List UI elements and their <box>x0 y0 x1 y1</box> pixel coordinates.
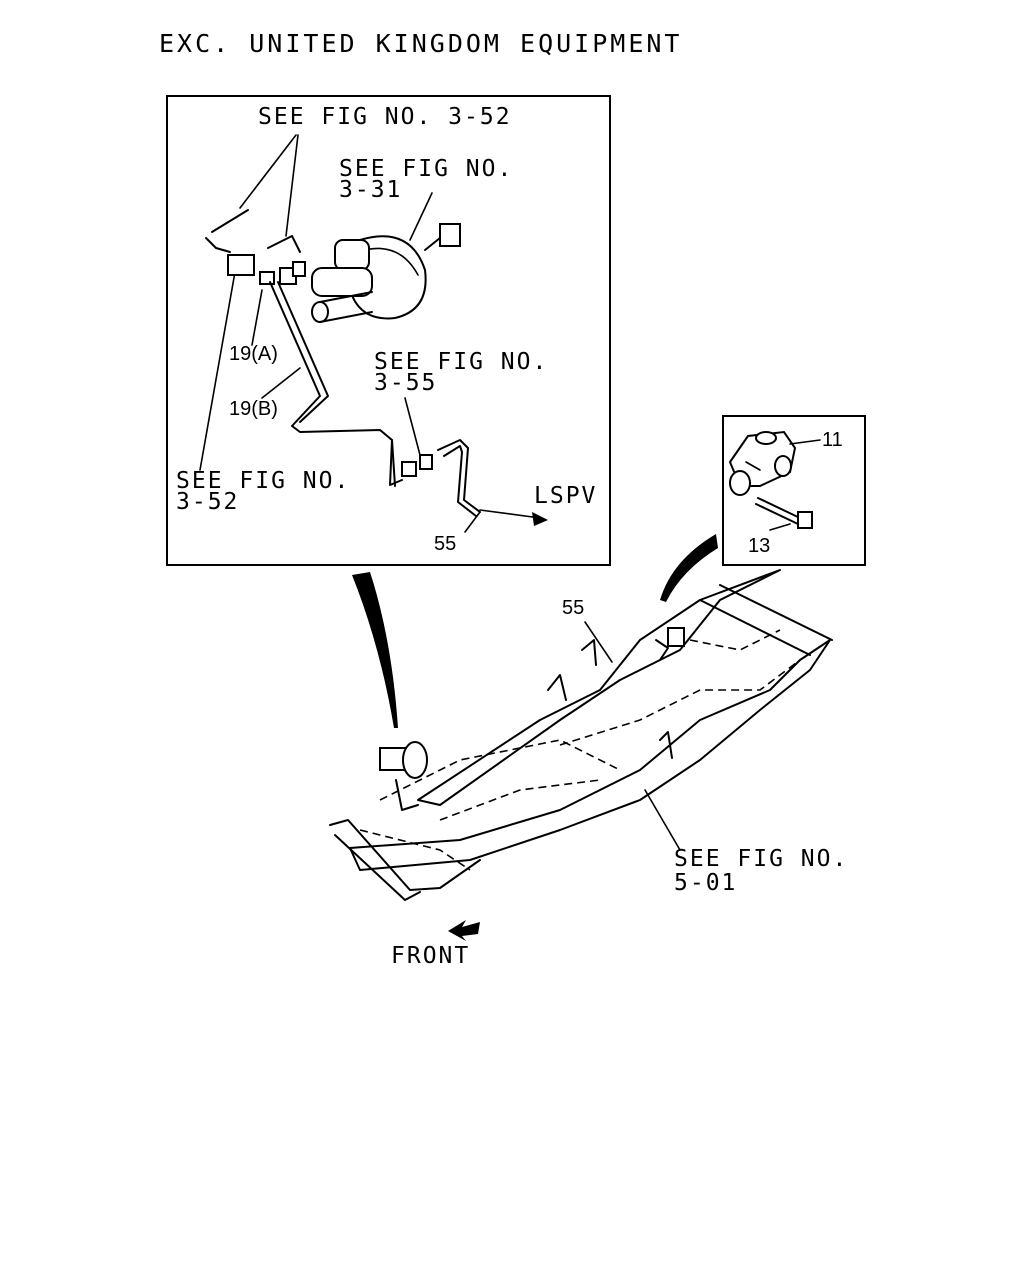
ref-booster-line1: SEE FIG NO. <box>339 156 514 182</box>
valve-box-frame <box>722 415 866 566</box>
front-label: FRONT <box>391 943 471 969</box>
ref-left-line1: SEE FIG NO. <box>176 468 351 494</box>
part-label-11: 11 <box>822 429 843 451</box>
junction-block <box>227 254 255 276</box>
lspv-valve <box>728 430 797 496</box>
lspv-label: LSPV <box>534 483 598 509</box>
chassis-frame <box>329 569 833 901</box>
part-label-55-frame: 55 <box>562 597 585 619</box>
front-arrow-icon <box>448 920 480 941</box>
ref-frame-line1: SEE FIG NO. <box>674 846 849 872</box>
part-label-13: 13 <box>748 535 771 557</box>
master-cylinder <box>311 239 373 323</box>
detail-box-frame <box>166 95 611 566</box>
pointer-to-valve <box>660 534 718 602</box>
part-label-19a: 19(A) <box>229 343 278 365</box>
ref-mid-line1: SEE FIG NO. <box>374 349 549 375</box>
ref-left-line2: 3-52 <box>176 489 240 515</box>
pointer-to-front <box>352 572 398 728</box>
part-label-55-detail: 55 <box>434 533 457 555</box>
ref-fig-3-52-top: SEE FIG NO. 3-52 <box>258 104 512 130</box>
valve-bolt <box>755 497 813 529</box>
ref-frame-line2: 5-01 <box>674 870 738 896</box>
page-title: EXC. UNITED KINGDOM EQUIPMENT <box>159 29 683 58</box>
ref-mid-line2: 3-55 <box>374 370 438 396</box>
ref-booster-line2: 3-31 <box>339 177 403 203</box>
part-label-19b: 19(B) <box>229 398 278 420</box>
